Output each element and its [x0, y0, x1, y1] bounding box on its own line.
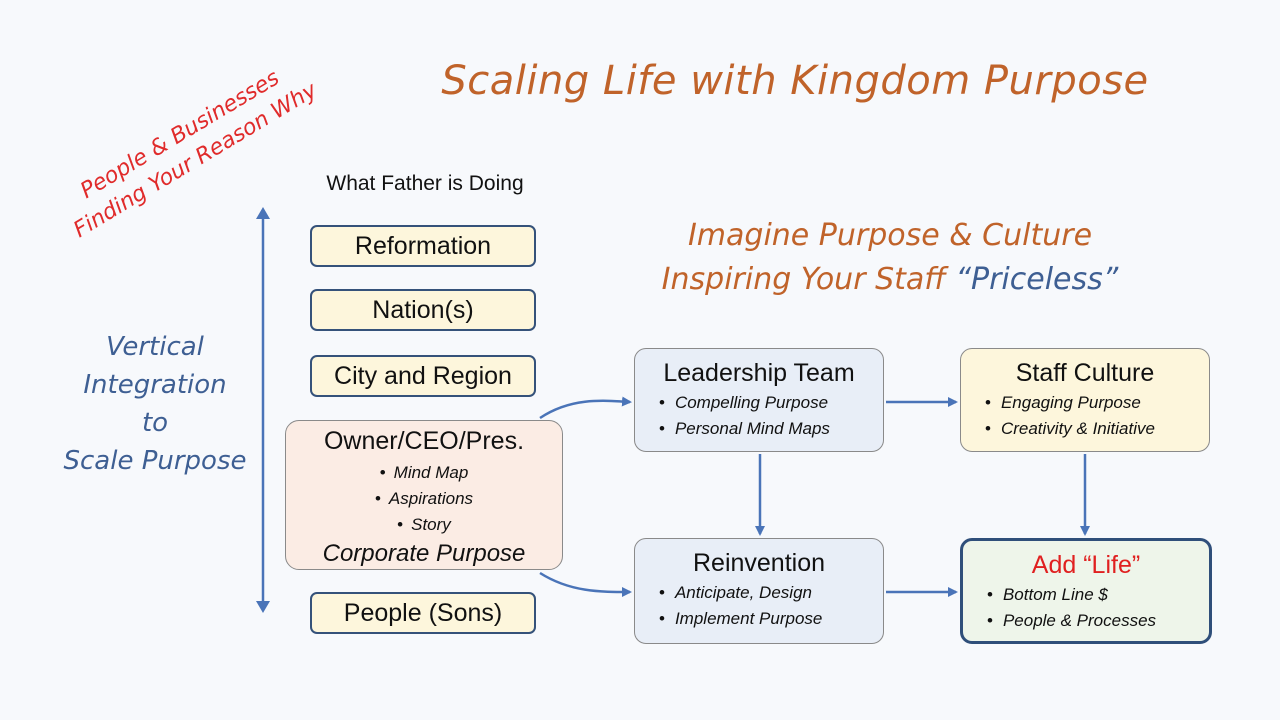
vertical-axis-arrow [256, 207, 270, 613]
owner-box: Owner/CEO/Pres. Mind Map Aspirations Sto… [285, 420, 563, 570]
level-nations: Nation(s) [310, 289, 536, 331]
reinvention-box: Reinvention Anticipate, Design Implement… [634, 538, 884, 644]
reinvention-title: Reinvention [692, 549, 826, 577]
owner-item-story: Story [286, 512, 562, 538]
vertical-label-line-4: Scale Purpose [63, 446, 247, 476]
add-life-title: Add “Life” [1031, 551, 1141, 579]
vertical-label-line-1: Vertical [106, 332, 204, 362]
vertical-integration-label: Vertical Integration to Scale Purpose [40, 328, 270, 480]
staff-item-1: Engaging Purpose [985, 390, 1209, 416]
reinvention-item-2: Implement Purpose [659, 606, 883, 632]
owner-item-aspirations: Aspirations [286, 486, 562, 512]
leadership-item-2: Personal Mind Maps [659, 416, 883, 442]
level-people: People (Sons) [310, 592, 536, 634]
subtitle: Imagine Purpose & Culture Inspiring Your… [600, 214, 1180, 302]
vertical-label-line-2: Integration [83, 370, 227, 400]
vertical-label-line-3: to [141, 408, 169, 438]
reinvention-item-1: Anticipate, Design [659, 580, 883, 606]
subtitle-line-1: Imagine Purpose & Culture [687, 218, 1093, 253]
owner-item-mind-map: Mind Map [286, 460, 562, 486]
leadership-item-1: Compelling Purpose [659, 390, 883, 416]
subtitle-line-2: Inspiring Your Staff “Priceless” [600, 258, 1180, 302]
arrow-owner-to-leadership [539, 396, 632, 420]
add-life-box: Add “Life” Bottom Line $ People & Proces… [960, 538, 1212, 644]
leadership-list: Compelling Purpose Personal Mind Maps [635, 390, 883, 442]
owner-footer: Corporate Purpose [322, 540, 526, 567]
staff-title: Staff Culture [1015, 359, 1155, 387]
staff-box: Staff Culture Engaging Purpose Creativit… [960, 348, 1210, 452]
main-title: Scaling Life with Kingdom Purpose [441, 58, 1149, 104]
add-life-list: Bottom Line $ People & Processes [963, 582, 1209, 634]
subtitle-priceless: “Priceless” [955, 262, 1119, 297]
staff-list: Engaging Purpose Creativity & Initiative [961, 390, 1209, 442]
owner-title: Owner/CEO/Pres. [323, 427, 525, 455]
add-life-item-1: Bottom Line $ [987, 582, 1209, 608]
leadership-box: Leadership Team Compelling Purpose Perso… [634, 348, 884, 452]
level-city-region: City and Region [310, 355, 536, 397]
owner-list: Mind Map Aspirations Story [286, 460, 562, 538]
staff-item-2: Creativity & Initiative [985, 416, 1209, 442]
arrow-owner-to-reinvention [539, 571, 632, 597]
level-reformation: Reformation [310, 225, 536, 267]
column-heading: What Father is Doing [326, 172, 524, 195]
reinvention-list: Anticipate, Design Implement Purpose [635, 580, 883, 632]
add-life-item-2: People & Processes [987, 608, 1209, 634]
leadership-title: Leadership Team [663, 359, 855, 387]
subtitle-line-2-prefix: Inspiring Your Staff [661, 262, 956, 297]
